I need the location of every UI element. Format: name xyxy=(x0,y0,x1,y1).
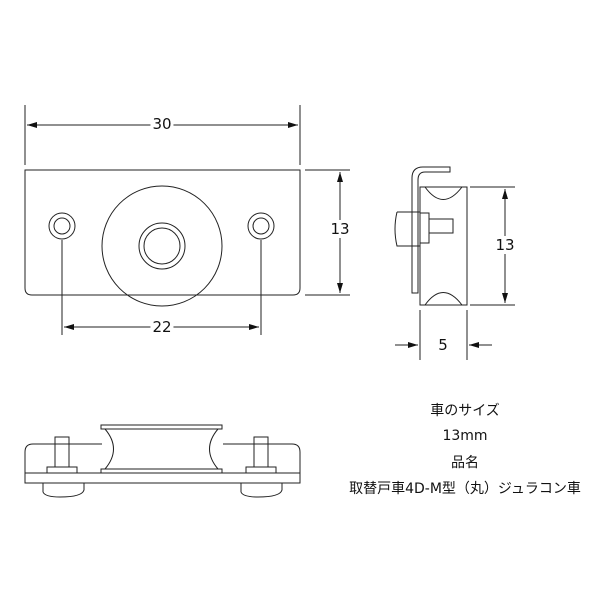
size-value: 13mm xyxy=(442,428,488,444)
bottom-view xyxy=(24,424,301,498)
side-view xyxy=(394,166,515,360)
dim-height-front-label: 13 xyxy=(328,220,352,238)
dim-height-side-label: 13 xyxy=(493,236,517,254)
size-label: 車のサイズ xyxy=(430,403,500,419)
name-label: 品名 xyxy=(451,455,479,471)
dim-wheel-width-label: 5 xyxy=(436,336,450,354)
dim-hole-spacing-label: 22 xyxy=(150,318,174,336)
name-value: 取替戸車4D-M型（丸）ジュラコン車 xyxy=(349,481,581,497)
front-view xyxy=(24,105,350,335)
dim-width-label: 30 xyxy=(150,115,174,133)
